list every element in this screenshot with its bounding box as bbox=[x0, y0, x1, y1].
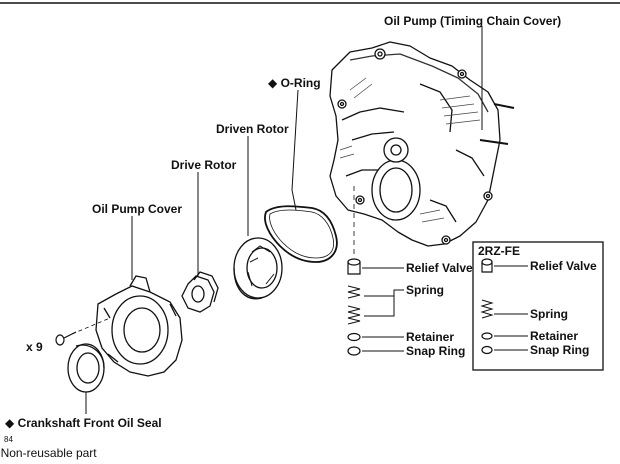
non-reusable-icon: ◆ bbox=[268, 76, 278, 90]
spring-shape-1 bbox=[347, 285, 361, 299]
variant-title: 2RZ-FE bbox=[478, 244, 520, 258]
driven-rotor-shape bbox=[233, 237, 283, 300]
drive-rotor-shape bbox=[181, 271, 219, 313]
leader-o-ring bbox=[291, 89, 299, 211]
label-bolt-qty: x 9 bbox=[26, 340, 43, 354]
variant-label-retainer: Retainer bbox=[530, 329, 579, 343]
variant-spring-shape bbox=[480, 299, 494, 319]
label-spring: Spring bbox=[406, 283, 444, 297]
variant-label-spring: Spring bbox=[530, 307, 568, 321]
non-reusable-icon: ◆ bbox=[5, 416, 15, 430]
label-oil-pump-cover: Oil Pump Cover bbox=[92, 202, 183, 216]
label-o-ring: O-Ring bbox=[280, 76, 321, 90]
o-ring-shape bbox=[264, 205, 338, 263]
relief-valve-shape bbox=[347, 258, 361, 275]
spring-shape-2 bbox=[347, 305, 361, 325]
variant-relief-valve-shape bbox=[481, 258, 493, 273]
variant-retainer-shape bbox=[481, 332, 493, 340]
label-oil-pump: Oil Pump (Timing Chain Cover) bbox=[384, 14, 562, 28]
label-o-ring-wrap: ◆ O-Ring bbox=[268, 76, 321, 90]
snap-ring-shape bbox=[347, 346, 361, 356]
variant-label-snap-ring: Snap Ring bbox=[530, 343, 590, 357]
label-snap-ring: Snap Ring bbox=[406, 344, 466, 358]
variant-snap-ring-shape bbox=[481, 345, 493, 355]
variant-box bbox=[472, 241, 604, 371]
variant-label-relief-valve: Relief Valve bbox=[530, 259, 597, 273]
label-crank-seal-wrap: ◆ Crankshaft Front Oil Seal bbox=[5, 416, 162, 430]
retainer-shape bbox=[347, 332, 361, 342]
timing-chain-cover bbox=[329, 41, 515, 247]
oil-pump-cover-shape bbox=[95, 275, 183, 377]
label-crank-seal: Crankshaft Front Oil Seal bbox=[17, 416, 162, 430]
label-retainer: Retainer bbox=[406, 330, 455, 344]
label-drive-rotor: Drive Rotor bbox=[171, 158, 237, 172]
crank-seal-shape bbox=[67, 343, 105, 393]
legend-wrap: ◆ Non-reusable part bbox=[0, 446, 97, 460]
label-relief-valve: Relief Valve bbox=[406, 261, 473, 275]
label-driven-rotor: Driven Rotor bbox=[216, 122, 289, 136]
figure-code: 84 bbox=[4, 435, 13, 444]
legend-text: Non-reusable part bbox=[0, 446, 97, 460]
